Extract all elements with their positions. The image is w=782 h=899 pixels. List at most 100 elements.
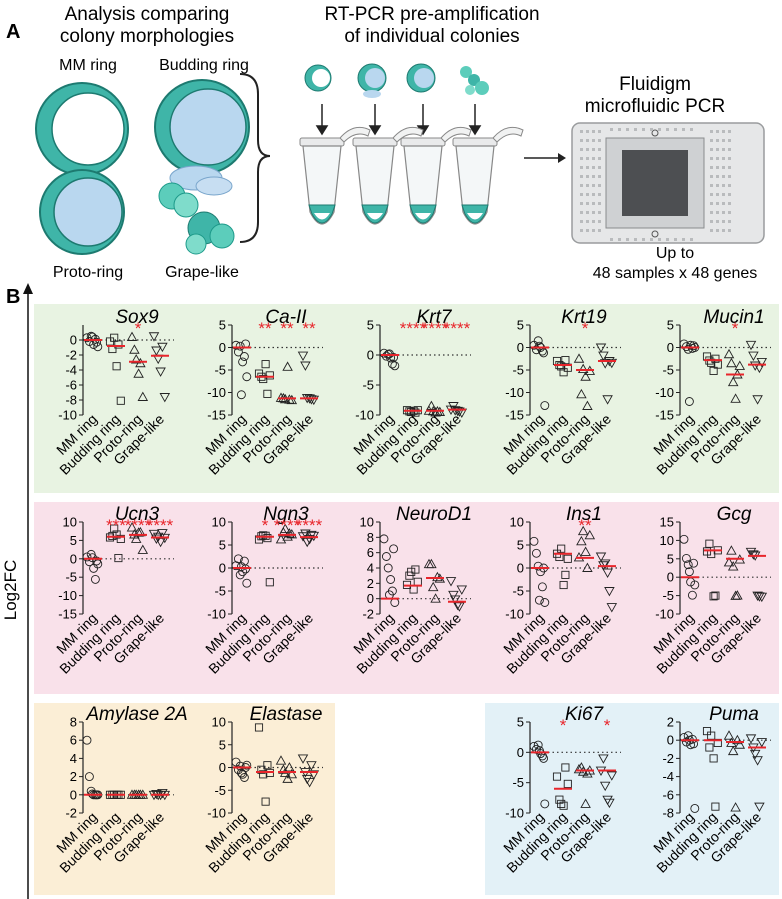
data-point: [602, 395, 613, 405]
data-point: [580, 546, 591, 556]
panel-b-ylabel: Log2FC: [1, 560, 20, 620]
data-point: [756, 738, 768, 748]
data-point: [529, 536, 539, 546]
label-grape-like: Grape-like: [165, 264, 239, 281]
data-point: [92, 556, 102, 566]
data-point: [157, 342, 168, 353]
y-tick-label: 5: [517, 318, 524, 333]
data-point: [306, 761, 317, 771]
plot-title: Ca-II: [265, 307, 307, 328]
data-point: [411, 565, 420, 574]
data-point: [752, 395, 763, 405]
data-point: [137, 391, 149, 401]
significance-star: *: [732, 319, 739, 338]
pcr-tubes: [299, 126, 524, 225]
data-point: [577, 525, 589, 536]
data-point: [745, 734, 757, 744]
data-point: [679, 534, 689, 544]
data-point: [681, 553, 691, 563]
y-tick-label: 6: [367, 545, 374, 560]
panel-b-label: B: [6, 286, 20, 308]
data-point: [709, 754, 718, 763]
data-point: [261, 360, 270, 369]
data-point: [584, 529, 596, 540]
data-point: [449, 406, 461, 416]
data-point: [130, 354, 142, 364]
data-point: [689, 341, 699, 351]
data-point: [386, 575, 396, 584]
data-point: [711, 802, 720, 811]
data-point: [242, 578, 252, 588]
y-tick-label: -4: [662, 769, 674, 784]
data-point: [727, 376, 739, 387]
data-point: [430, 593, 441, 603]
data-point: [254, 723, 264, 732]
data-point: [580, 371, 591, 381]
significance-star: ****: [296, 516, 323, 535]
label-mm-ring: MM ring: [59, 57, 117, 74]
data-point: [239, 773, 249, 782]
significance-star: **: [578, 516, 592, 535]
y-tick-label: -10: [355, 408, 374, 423]
data-point: [126, 522, 138, 532]
data-point: [445, 577, 457, 587]
pink-row-background: [34, 502, 779, 694]
data-point: [126, 331, 138, 341]
data-point: [110, 524, 119, 533]
y-tick-label: 15: [660, 515, 674, 530]
y-tick-label: -15: [207, 408, 226, 423]
data-point: [723, 557, 735, 567]
y-tick-label: 0: [517, 745, 524, 760]
plot-title: Ucn3: [115, 504, 160, 525]
data-point: [129, 344, 140, 354]
data-point: [754, 802, 765, 813]
data-point: [705, 743, 714, 752]
data-point: [116, 396, 125, 405]
data-point: [454, 602, 465, 612]
grape-like-colony-illustration: [158, 182, 235, 255]
y-tick-label: -2: [662, 751, 674, 766]
significance-star: ****: [400, 319, 427, 338]
data-point: [282, 773, 293, 783]
data-point: [573, 353, 585, 363]
data-point: [301, 774, 313, 785]
data-point: [297, 351, 309, 362]
data-point: [582, 400, 593, 410]
data-point: [557, 544, 566, 553]
data-point: [381, 552, 391, 561]
data-point: [531, 548, 541, 558]
y-tick-label: 10: [212, 515, 226, 530]
data-point: [561, 763, 570, 772]
y-tick-label: 0: [667, 570, 674, 585]
panel-a-label: A: [6, 21, 20, 43]
brace: [239, 73, 271, 243]
data-point: [552, 772, 562, 781]
significance-star: ****: [125, 516, 152, 535]
data-point: [752, 756, 763, 766]
y-tick-label: 0: [70, 333, 77, 348]
data-point: [286, 768, 298, 779]
data-point: [407, 567, 416, 576]
data-point: [577, 363, 589, 374]
y-tick-label: -5: [65, 570, 77, 585]
data-point: [456, 585, 468, 595]
data-point: [537, 582, 547, 592]
data-point: [730, 393, 741, 403]
data-point: [82, 735, 92, 745]
y-tick-label: -10: [58, 408, 77, 423]
right-caption-line-1: Up to: [656, 245, 694, 262]
data-point: [730, 802, 741, 812]
significance-star: *: [582, 319, 589, 338]
significance-star: ****: [147, 516, 174, 535]
right-title-line-2: microfluidic PCR: [585, 96, 725, 117]
plot-title: Amylase 2A: [85, 704, 187, 725]
data-point: [263, 389, 272, 398]
data-point: [539, 753, 549, 763]
data-point: [534, 595, 544, 605]
data-point: [599, 781, 611, 792]
data-point: [561, 570, 570, 579]
y-tick-label: 0: [219, 760, 226, 775]
y-tick-label: 4: [367, 561, 374, 576]
data-point: [92, 337, 102, 347]
data-point: [263, 761, 272, 770]
